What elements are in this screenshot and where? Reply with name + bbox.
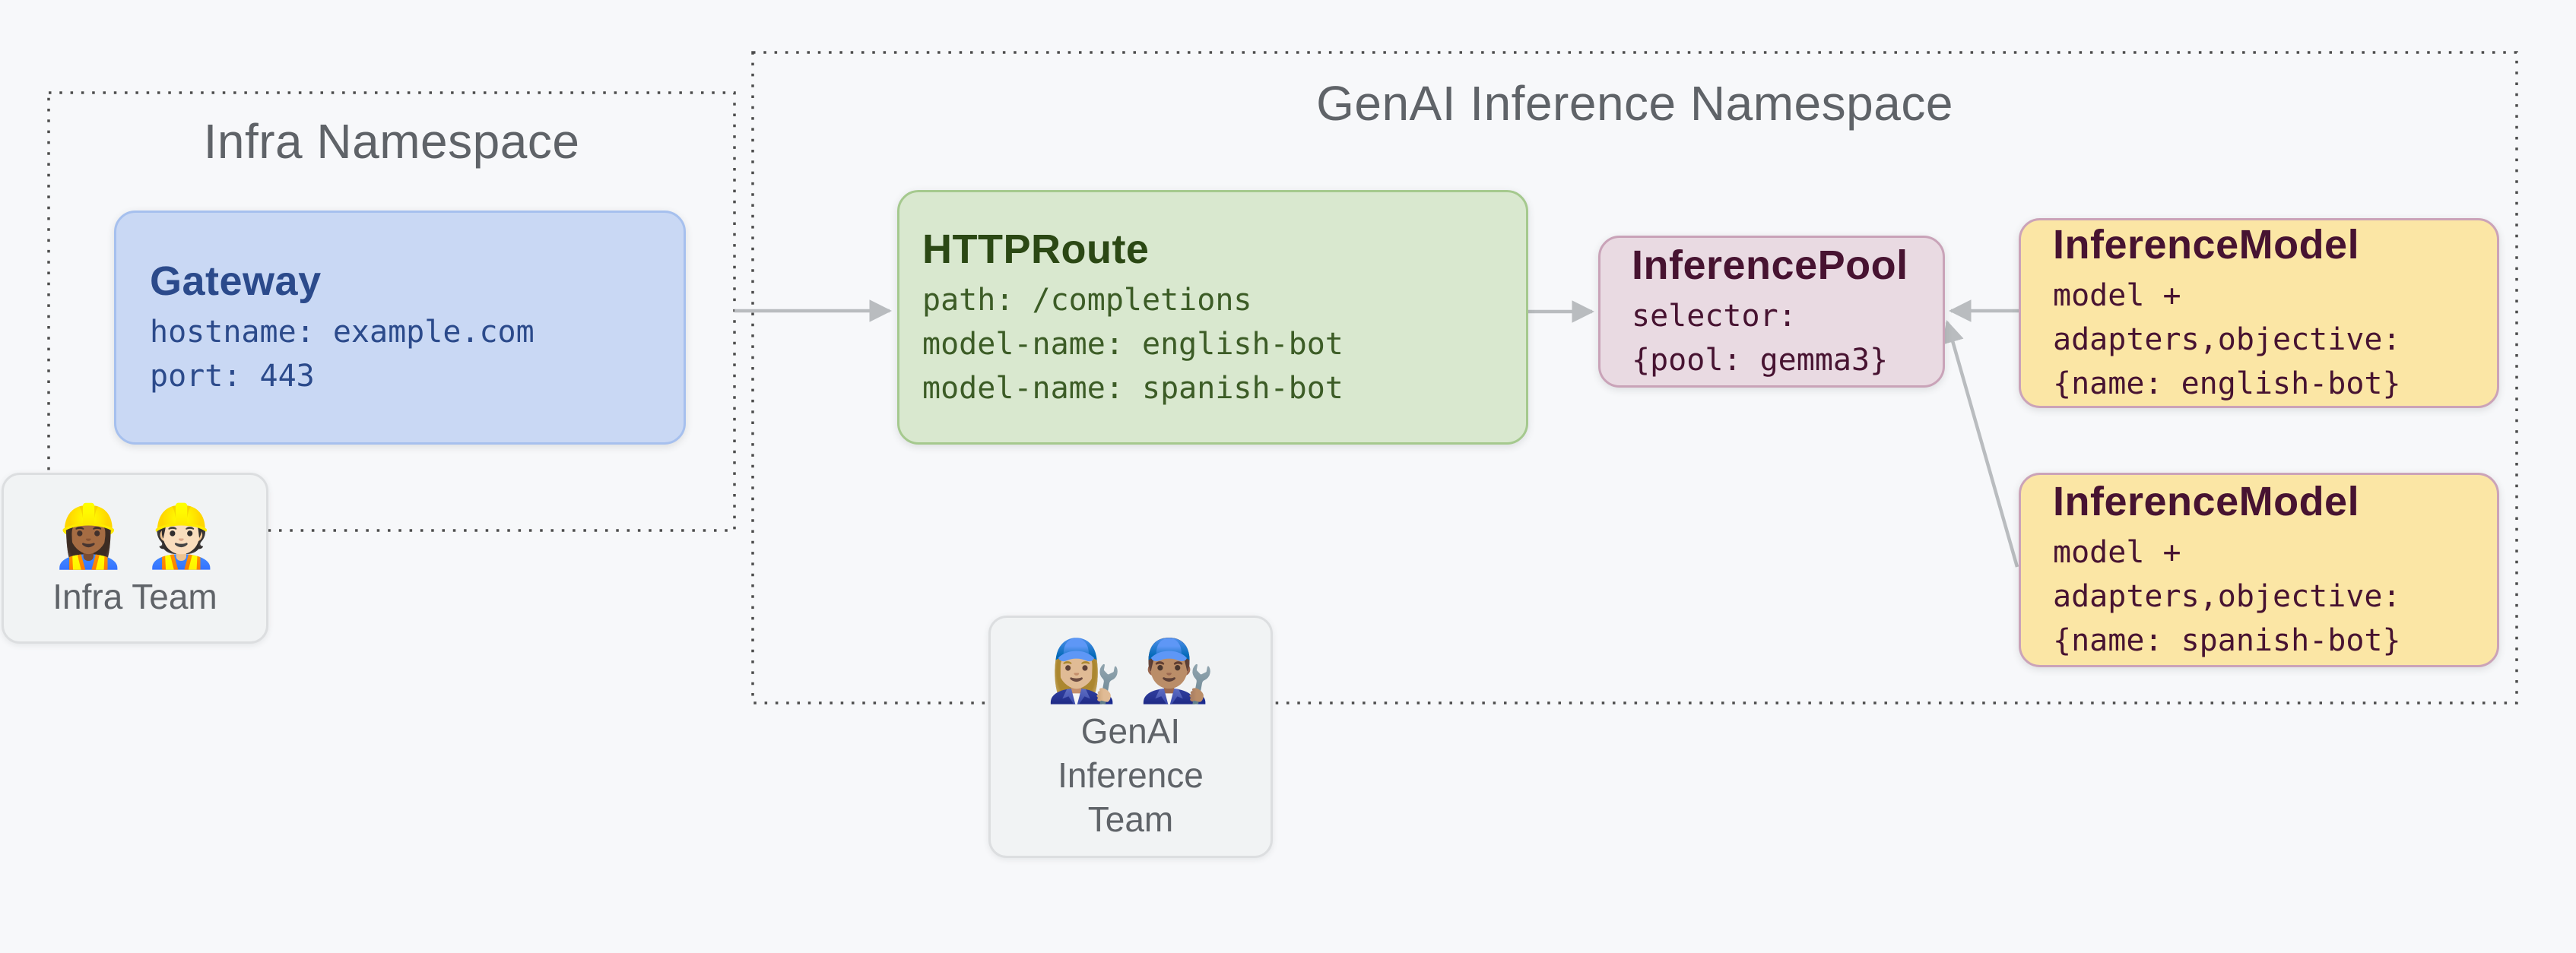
genai-inference-team-card: 👩🏼‍🔧 👨🏽‍🔧 GenAI Inference Team xyxy=(988,616,1273,858)
gateway-port-line: port: 443 xyxy=(150,359,315,394)
inferencemodel-english-node: InferenceModel model + adapters,objectiv… xyxy=(2019,218,2499,408)
gateway-node: Gateway hostname: example.com port: 443 xyxy=(114,211,686,445)
inferencemodel-spanish-model-line: model + xyxy=(2053,535,2181,570)
mechanic-emojis-icon: 👩🏼‍🔧 👨🏽‍🔧 xyxy=(1046,636,1215,704)
genai-namespace-border xyxy=(751,51,2518,704)
inferencepool-node: InferencePool selector: {pool: gemma3} xyxy=(1598,236,1945,388)
inferencemodel-spanish-name-line: {name: spanish-bot} xyxy=(2053,623,2401,658)
inferencemodel-spanish-title: InferenceModel xyxy=(2053,479,2360,524)
infra-team-label: Infra Team xyxy=(52,576,217,616)
inferencemodel-english-title: InferenceModel xyxy=(2053,222,2360,268)
httproute-title: HTTPRoute xyxy=(922,226,1150,272)
genai-namespace-title: GenAI Inference Namespace xyxy=(1316,76,1953,131)
infra-team-card: 👷🏾‍♀️ 👷🏻 Infra Team xyxy=(2,473,268,644)
inferencemodel-english-model-line: model + xyxy=(2053,278,2181,313)
genai-team-label-line-1: GenAI xyxy=(1080,711,1181,751)
inferencepool-selector-line: selector: xyxy=(1632,299,1797,334)
construction-worker-emojis-icon: 👷🏾‍♀️ 👷🏻 xyxy=(50,502,220,570)
inferencemodel-spanish-node: InferenceModel model + adapters,objectiv… xyxy=(2019,473,2499,667)
inferencemodel-english-adapters-line: adapters,objective: xyxy=(2053,322,2401,357)
httproute-path-line: path: /completions xyxy=(922,282,1252,318)
inferencemodel-english-name-line: {name: english-bot} xyxy=(2053,366,2401,401)
inferencemodel-spanish-adapters-line: adapters,objective: xyxy=(2053,579,2401,614)
genai-team-label-line-2: Inference xyxy=(1058,755,1204,795)
inferencepool-pool-line: {pool: gemma3} xyxy=(1632,343,1889,378)
gateway-hostname-line: hostname: example.com xyxy=(150,315,535,350)
httproute-model-spanish-line: model-name: spanish-bot xyxy=(922,370,1344,406)
arrow-inferencemodel-spanish-to-inferencepool xyxy=(1942,320,2019,568)
infra-namespace-title: Infra Namespace xyxy=(203,114,580,169)
genai-team-label-line-3: Team xyxy=(1087,799,1174,839)
httproute-node: HTTPRoute path: /completions model-name:… xyxy=(897,190,1528,445)
inferencepool-title: InferencePool xyxy=(1632,242,1908,288)
httproute-model-english-line: model-name: english-bot xyxy=(922,326,1344,362)
gateway-title: Gateway xyxy=(150,258,322,304)
